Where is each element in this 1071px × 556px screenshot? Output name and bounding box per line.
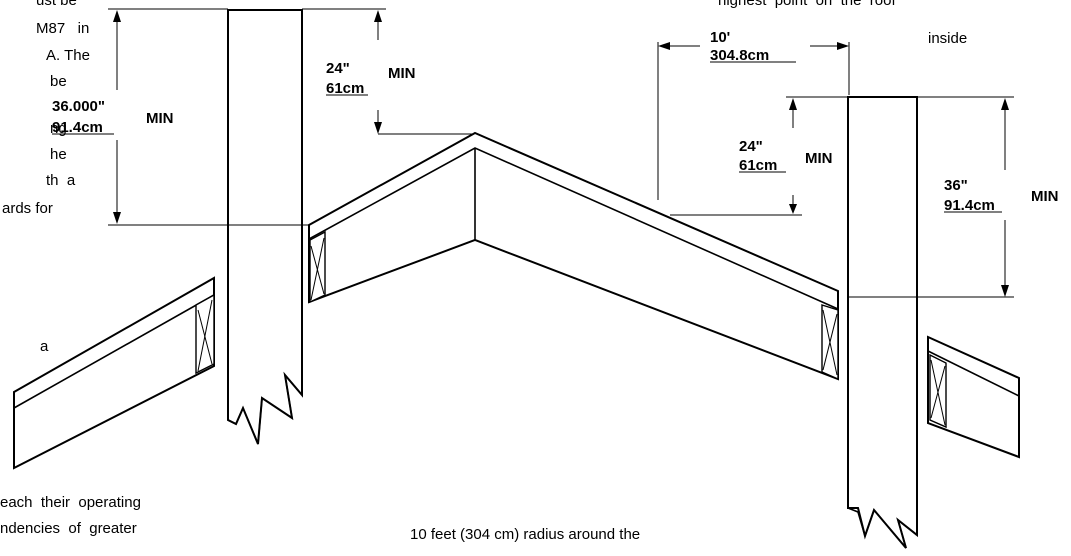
left-text-line: th a	[46, 172, 76, 189]
left-text-line: a	[40, 338, 49, 355]
horizontal-cm: 304.8cm	[710, 47, 769, 64]
horizontal-ft: 10'	[710, 29, 730, 46]
right-chimney-min: MIN	[805, 150, 833, 167]
right-chimney	[847, 96, 918, 549]
left-text-line: ards for	[2, 200, 53, 217]
left-roof-beam	[13, 276, 215, 470]
left-text-line: he	[50, 146, 67, 163]
right-chimney-height-dimension: 24" 61cm MIN	[670, 96, 848, 216]
left-chimney-inches: 24"	[326, 60, 350, 77]
left-text-line: be	[50, 73, 67, 90]
left-text-fragments: ust be M87 in A. The be ng he th a ards …	[0, 0, 90, 355]
left-chimney-cm: 61cm	[326, 80, 364, 97]
left-total-cm: 91.4cm	[52, 119, 103, 136]
left-chimney-min: MIN	[388, 65, 416, 82]
left-total-inches: 36.000"	[52, 98, 105, 115]
right-chimney-inches: 24"	[739, 138, 763, 155]
right-total-min: MIN	[1031, 188, 1059, 205]
top-right-text-line: highest point on the roof	[718, 0, 896, 9]
right-chimney-cm: 61cm	[739, 157, 777, 174]
left-total-height-dimension: 36.000" 91.4cm MIN	[52, 8, 308, 226]
left-chimney-height-dimension: 24" 61cm MIN	[302, 8, 472, 135]
top-right-text-line: inside	[928, 30, 968, 47]
center-gable-roof	[308, 131, 839, 381]
right-total-inches: 36"	[944, 177, 968, 194]
right-total-cm: 91.4cm	[944, 197, 995, 214]
horizontal-10ft-dimension: 10' 304.8cm	[657, 29, 850, 200]
right-total-height-dimension: 36" 91.4cm MIN	[848, 96, 1059, 298]
left-text-line: ust be	[36, 0, 77, 9]
bottom-left-text-line: ndencies of greater	[0, 520, 137, 537]
left-text-line: M87 in	[36, 20, 90, 37]
bottom-left-text-line: each their operating	[0, 494, 141, 511]
left-text-line: ng	[50, 120, 67, 137]
bottom-center-text-line: 10 feet (304 cm) radius around the	[410, 526, 641, 543]
left-text-line: A. The	[46, 47, 90, 64]
right-roof-beam	[927, 335, 1020, 459]
left-total-min: MIN	[146, 110, 174, 127]
left-chimney	[227, 9, 303, 445]
